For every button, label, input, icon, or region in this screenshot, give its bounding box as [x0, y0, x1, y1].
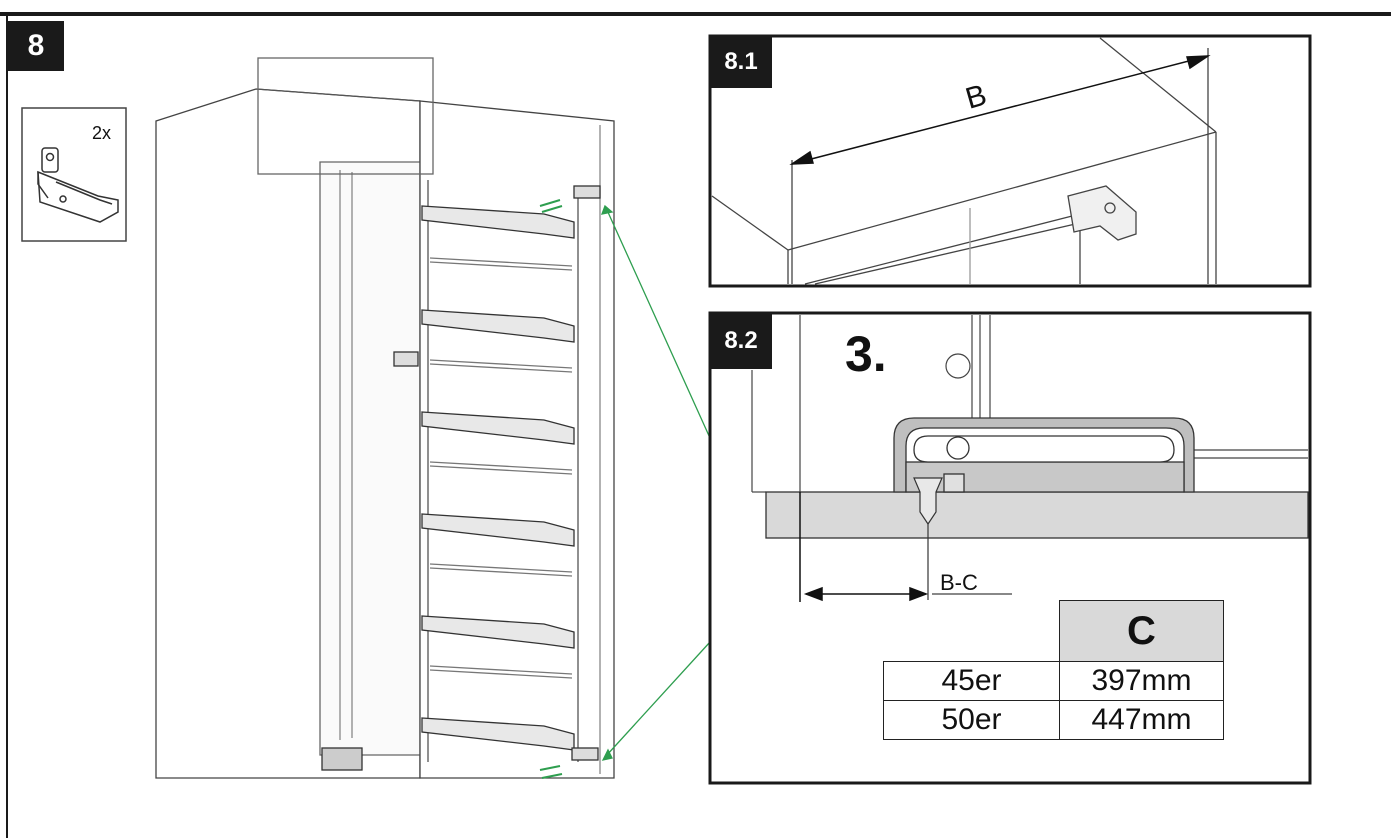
table-row: 50er 447mm: [883, 700, 1224, 740]
screw-markers: [539, 199, 563, 779]
row-value: 447mm: [1059, 700, 1224, 740]
larder-spacers: [429, 257, 573, 679]
dimension-table: C 45er 397mm 50er 447mm: [883, 600, 1224, 740]
substep-number: 3.: [845, 326, 887, 382]
bracket-clip-icon: [37, 147, 119, 223]
table-row: 45er 397mm: [883, 661, 1224, 701]
row-value: 397mm: [1059, 661, 1224, 701]
bracket-section: [893, 417, 1195, 493]
row-label: 50er: [883, 700, 1060, 740]
dimension-b-arrow: [789, 55, 1211, 165]
shelf-section: [765, 491, 1309, 539]
page-frame: [0, 12, 1391, 838]
dimension-bc-label: B-C: [940, 570, 978, 595]
screw-drill-point: [913, 477, 943, 600]
detail-8-1: [708, 34, 1312, 288]
dimension-bc-arrow: [799, 492, 1012, 602]
cabinet-drawing: [155, 57, 615, 779]
larder-shelves: [421, 205, 575, 751]
table-corner: [884, 601, 1060, 662]
table-header-row: C: [884, 600, 1224, 662]
step-number-badge: 8: [8, 21, 64, 71]
parts-box: [21, 107, 127, 242]
row-label: 45er: [883, 661, 1060, 701]
parts-quantity: 2x: [92, 123, 112, 143]
table-header-c: C: [1059, 600, 1224, 662]
detail-8-1-badge: 8.1: [710, 36, 772, 88]
leader-arrows: [600, 204, 711, 761]
detail-8-2-badge: 8.2: [710, 313, 772, 369]
